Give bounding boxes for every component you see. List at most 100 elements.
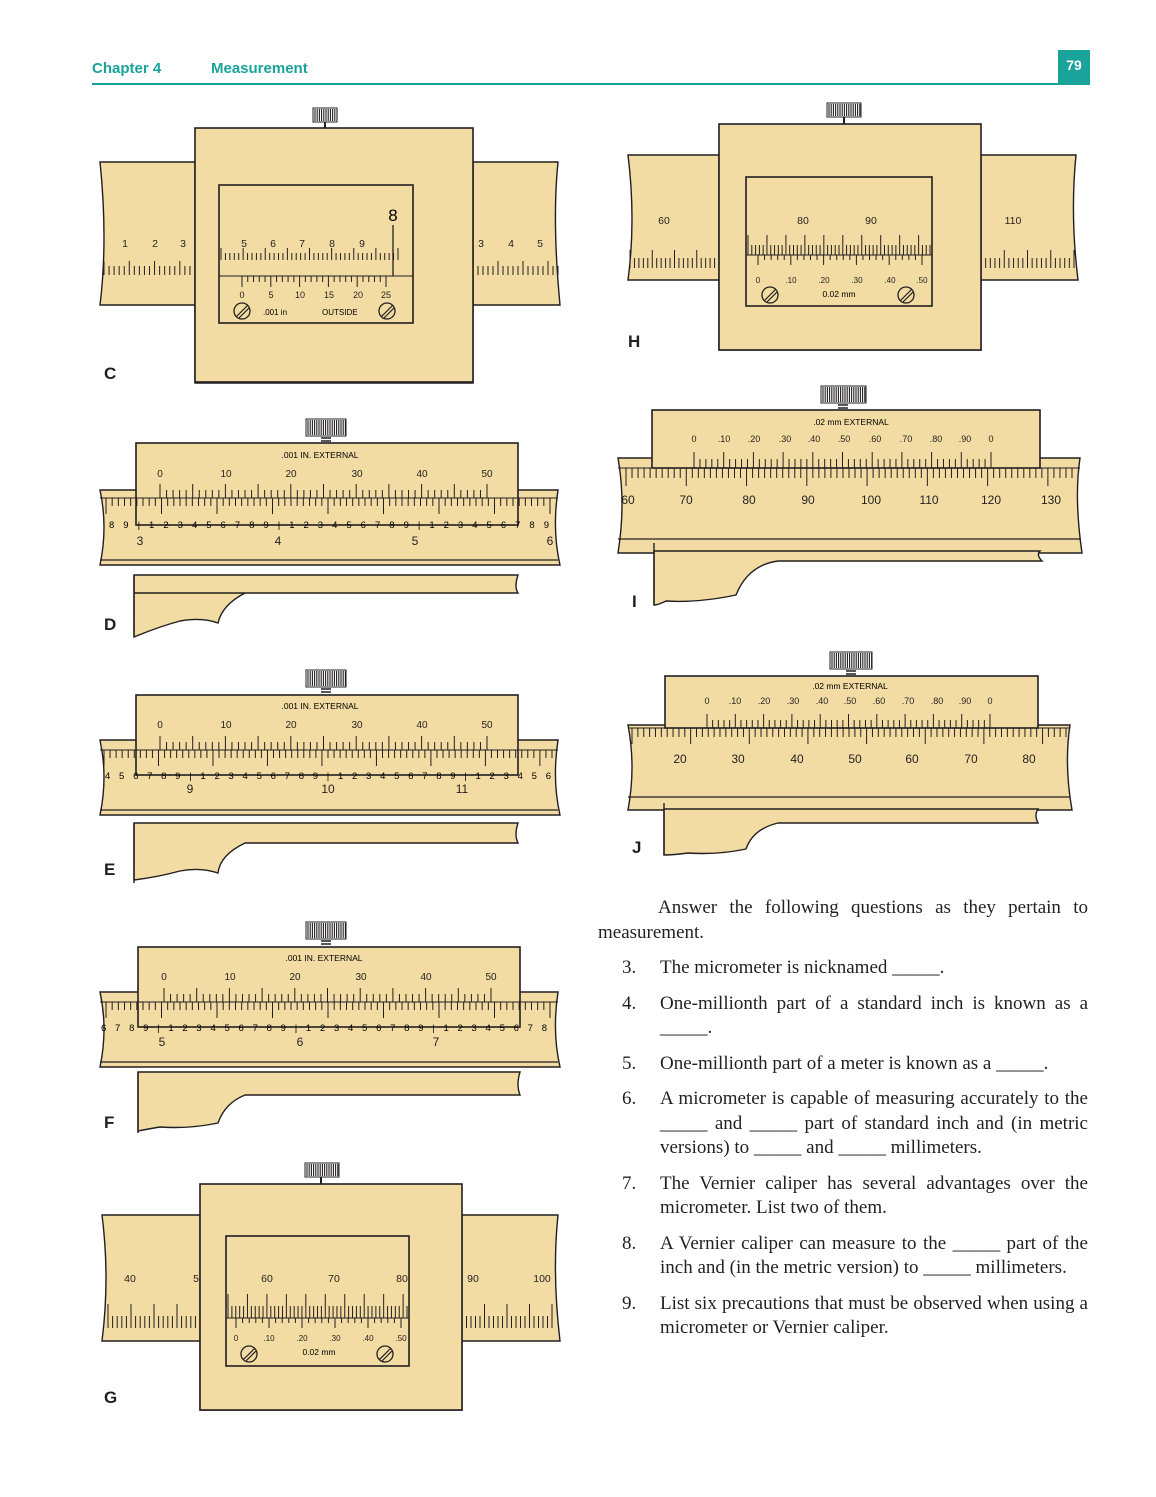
scale-number: 9 <box>359 238 365 250</box>
figure-i-label: I <box>632 592 637 611</box>
scale-number: 0 <box>161 972 167 983</box>
scale-number: 80 <box>396 1273 408 1285</box>
scale-number: .60 <box>873 696 886 706</box>
question-text: A micrometer is capable of measuring acc… <box>660 1088 1088 1158</box>
scale-ticks <box>472 261 559 275</box>
fig-e-header: .001 IN. EXTERNAL <box>281 701 358 711</box>
scale-number: .50 <box>844 696 857 706</box>
scale-number: 20 <box>289 972 301 983</box>
scale-number: 6 <box>297 1035 304 1049</box>
scale-number: 40 <box>790 752 804 766</box>
scale-number: 11 <box>456 782 469 796</box>
scale-number: 20 <box>673 752 687 766</box>
scale-number: 70 <box>328 1273 340 1285</box>
scale-number: 4 <box>275 534 282 548</box>
lock-screw-icon <box>761 286 779 304</box>
question-text: A Vernier caliper can measure to the ___… <box>660 1232 1088 1279</box>
scale-number: 100 <box>861 493 881 507</box>
scale-number: .90 <box>959 434 972 444</box>
lock-screw-icon <box>240 1345 258 1363</box>
question-text: The micrometer is nicknamed _____. <box>660 957 945 978</box>
question-item: 3.The micrometer is nicknamed _____. <box>598 956 1088 981</box>
scale-number: 30 <box>351 469 363 480</box>
questions-intro: Answer the following questions as they p… <box>598 897 1088 943</box>
scale-number: 90 <box>801 493 815 507</box>
scale-number: 0 <box>234 1334 239 1343</box>
scale-number: 10 <box>220 720 232 731</box>
scale-number: 3 <box>137 534 144 548</box>
scale-number: 80 <box>742 493 756 507</box>
question-item: 7.The Vernier caliper has several advant… <box>598 1172 1088 1221</box>
scale-ticks <box>107 1304 201 1328</box>
question-item: 9.List six precautions that must be obse… <box>598 1292 1088 1341</box>
scale-number: 30 <box>351 720 363 731</box>
scale-number: 60 <box>621 493 635 507</box>
scale-number: 3 <box>478 238 484 250</box>
scale-number: .80 <box>930 434 943 444</box>
scale-ticks <box>159 484 488 498</box>
scale-number: .20 <box>748 434 761 444</box>
figure-h-label: H <box>628 332 641 351</box>
thumb-screw-icon <box>314 109 338 121</box>
scale-number: 60 <box>658 215 670 227</box>
scale-ticks <box>103 261 196 275</box>
thumb-screw-icon <box>307 420 346 435</box>
fig-c-mode: OUTSIDE <box>322 308 358 317</box>
scale-number: 0 <box>157 469 163 480</box>
scale-ticks <box>625 468 1073 486</box>
scale-number: 0 <box>157 720 163 731</box>
scale-number: 40 <box>416 469 428 480</box>
scale-number: .10 <box>263 1334 275 1343</box>
scale-number: .40 <box>884 276 896 285</box>
chapter-label: Chapter 4 <box>92 60 162 77</box>
thumb-screw-icon <box>831 653 873 668</box>
questions-section: Answer the following questions as they p… <box>598 896 1088 1352</box>
figure-e-label: E <box>104 860 116 879</box>
fig-f-header: .001 IN. EXTERNAL <box>285 953 362 963</box>
scale-number: 7 <box>433 1035 440 1049</box>
question-number: 8. <box>622 1232 637 1254</box>
question-text: One-millionth part of a standard inch is… <box>660 992 1088 1039</box>
scale-number: .50 <box>916 276 928 285</box>
scale-number: .70 <box>902 696 915 706</box>
question-list: 3.The micrometer is nicknamed _____.4.On… <box>598 956 1088 1341</box>
scale-number: 3 <box>180 238 186 250</box>
question-number: 9. <box>622 1292 637 1314</box>
scale-ticks <box>757 255 923 265</box>
scale-number: .90 <box>959 696 972 706</box>
scale-number: 80 <box>1022 752 1036 766</box>
scale-number: 20 <box>353 290 363 300</box>
scale-ticks <box>159 736 488 750</box>
scale-number: 40 <box>416 720 428 731</box>
scale-number: 110 <box>1005 215 1022 227</box>
scale-number: 0 <box>704 696 709 706</box>
thumb-screw-icon <box>822 387 866 402</box>
scale-number: 120 <box>981 493 1001 507</box>
scale-ticks <box>629 250 720 268</box>
scale-ticks <box>227 1294 408 1318</box>
scale-number: 15 <box>324 290 334 300</box>
scale-ticks <box>693 452 992 468</box>
scale-number: 10 <box>220 469 232 480</box>
scale-ticks <box>747 235 931 255</box>
scale-number: .10 <box>718 434 731 444</box>
scale-ticks <box>631 728 1067 744</box>
scale-number: .30 <box>779 434 792 444</box>
scale-ticks <box>235 1318 402 1328</box>
fig-j-header: .02 mm EXTERNAL <box>812 681 888 691</box>
fig-i-header: .02 mm EXTERNAL <box>813 417 889 427</box>
scale-number: 20 <box>285 720 297 731</box>
